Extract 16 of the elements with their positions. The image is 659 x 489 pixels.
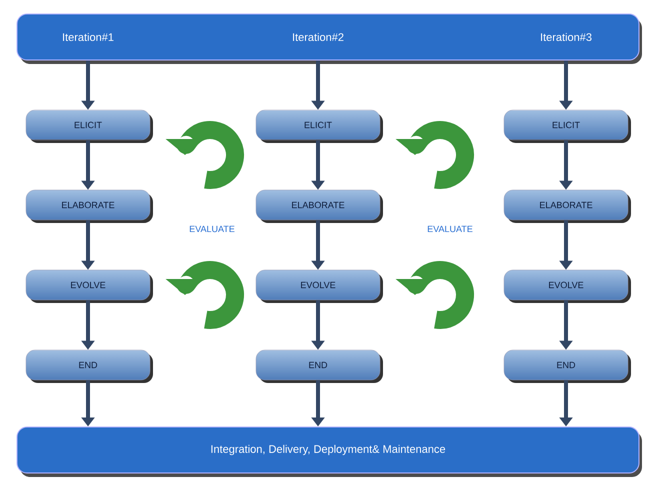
step-box: EVOLVE	[26, 270, 153, 303]
step-box: ELABORATE	[256, 190, 383, 223]
evaluate-label: EVALUATE	[190, 226, 234, 232]
step-box: ELICIT	[504, 110, 631, 143]
step-box: ELABORATE	[504, 190, 631, 223]
step-box: END	[26, 350, 153, 383]
step-box: END	[256, 350, 383, 383]
step-box: ELICIT	[26, 110, 153, 143]
step-box: ELICIT	[256, 110, 383, 143]
banner-bar: Integration, Delivery, Deployment& Maintenance	[16, 426, 642, 477]
step-box: END	[504, 350, 631, 383]
step-box: EVOLVE	[256, 270, 383, 303]
step-box: EVOLVE	[504, 270, 631, 303]
evaluate-label: EVALUATE	[428, 226, 472, 232]
step-box: ELABORATE	[26, 190, 153, 223]
banner-bar: Iteration#1 Iteration#2 Iteration#3	[16, 14, 642, 64]
